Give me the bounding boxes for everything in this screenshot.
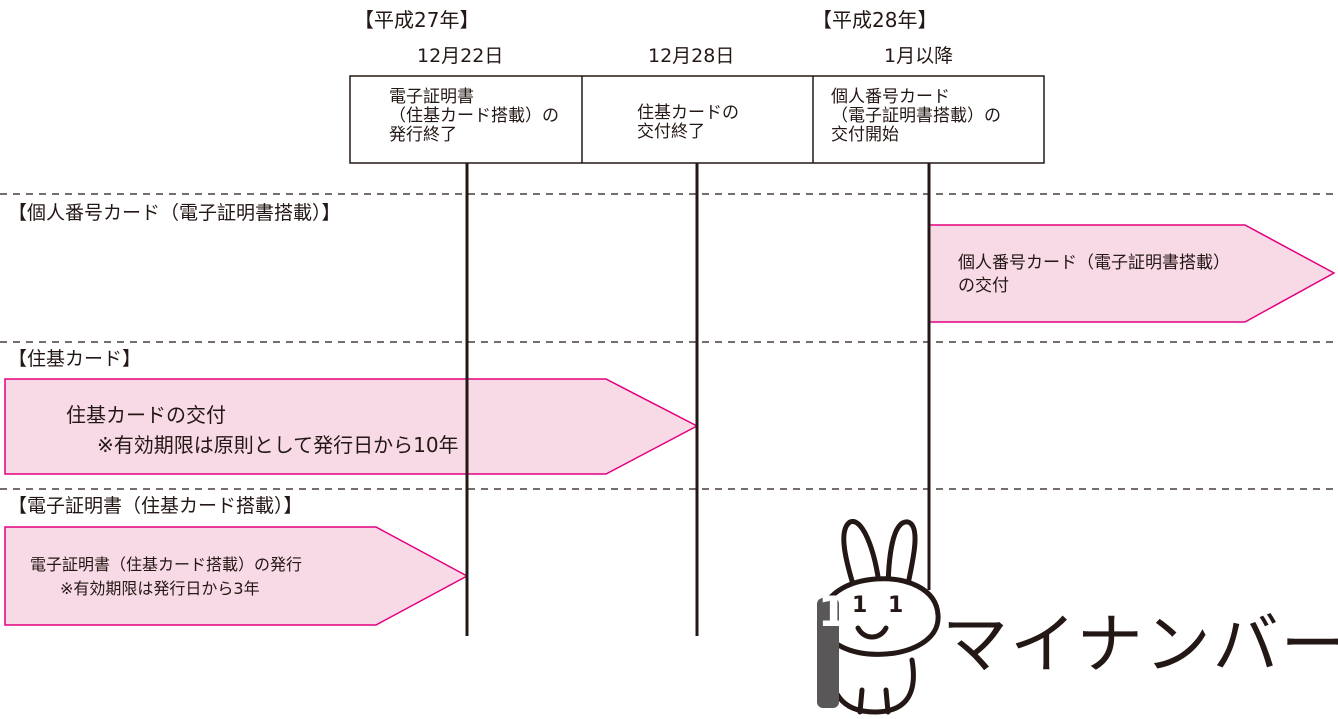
arrow-line: 住基カードの交付 bbox=[66, 403, 226, 427]
milestone-line: 個人番号カード bbox=[831, 87, 950, 107]
mascot-eye-left: 1 bbox=[852, 593, 867, 618]
milestone-cell-3: 個人番号カード （電子証明書搭載）の 交付開始 bbox=[831, 88, 1001, 145]
arrow-juki-card bbox=[4, 378, 699, 475]
milestone-line: 交付開始 bbox=[831, 125, 899, 145]
date-label-1222: 12月22日 bbox=[417, 45, 504, 67]
milestone-line: 住基カードの bbox=[637, 103, 739, 123]
milestone-table bbox=[349, 75, 1045, 164]
era-label-h27: 【平成27年】 bbox=[354, 8, 480, 32]
milestone-cell-2: 住基カードの 交付終了 bbox=[637, 104, 739, 142]
section-label-mynumber-card: 【個人番号カード（電子証明書搭載）】 bbox=[8, 201, 341, 225]
arrow-line: ※有効期限は原則として発行日から10年 bbox=[97, 433, 459, 457]
date-label-jan: 1月以降 bbox=[884, 45, 954, 67]
arrow-line: の交付 bbox=[958, 276, 1009, 296]
section-label-e-certificate: 【電子証明書（住基カード搭載）】 bbox=[8, 494, 303, 518]
arrow-line: 電子証明書（住基カード搭載）の発行 bbox=[30, 555, 303, 574]
era-label-h28: 【平成28年】 bbox=[812, 8, 938, 32]
section-label-juki-card: 【住基カード】 bbox=[8, 347, 142, 371]
arrow-line: 個人番号カード（電子証明書搭載） bbox=[958, 253, 1230, 273]
arrow-text-e-certificate: 電子証明書（住基カード搭載）の発行 ※有効期限は発行日から3年 bbox=[30, 553, 302, 601]
milestone-line: （住基カード搭載）の bbox=[389, 106, 559, 126]
milestone-line: 交付終了 bbox=[637, 122, 705, 142]
milestone-cell-1: 電子証明書 （住基カード搭載）の 発行終了 bbox=[389, 88, 559, 145]
arrow-e-certificate bbox=[4, 526, 469, 626]
date-label-1228: 12月28日 bbox=[648, 45, 735, 67]
milestone-line: 電子証明書 bbox=[389, 87, 474, 107]
mynumber-logo-text: マイナンバー bbox=[942, 606, 1338, 683]
arrow-text-juki-card: 住基カードの交付 ※有効期限は原則として発行日から10年 bbox=[66, 400, 459, 460]
mascot-eyes-icon: 1 1 bbox=[852, 593, 903, 618]
mascot-badge-icon bbox=[817, 598, 839, 708]
milestone-line: 発行終了 bbox=[389, 125, 457, 145]
arrow-text-mynumber-card: 個人番号カード（電子証明書搭載） の交付 bbox=[958, 252, 1230, 298]
mascot-badge-digit: 1 bbox=[818, 587, 847, 636]
mascot-eye-right: 1 bbox=[888, 593, 903, 618]
arrow-line: ※有効期限は発行日から3年 bbox=[60, 579, 260, 598]
milestone-line: （電子証明書搭載）の bbox=[831, 106, 1001, 126]
